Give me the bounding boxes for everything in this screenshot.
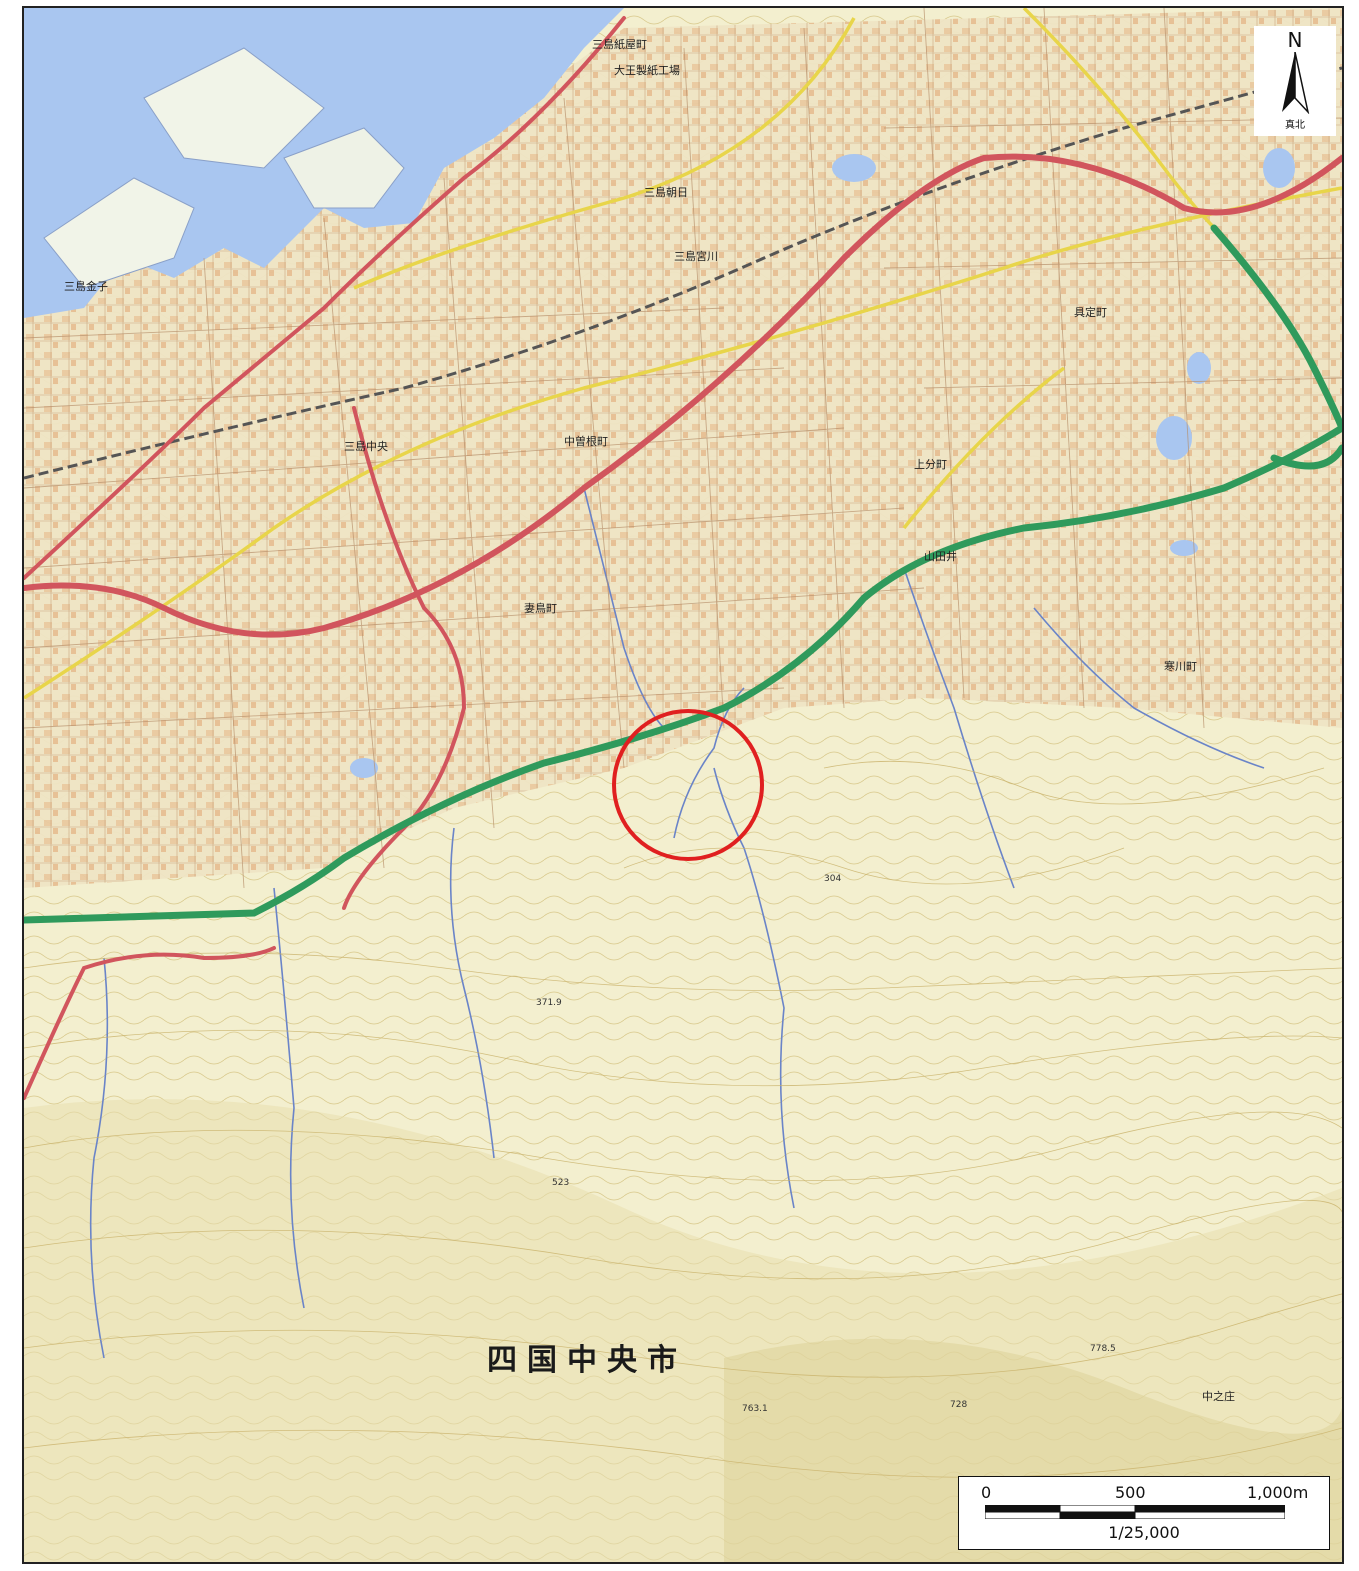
spot-height: 728 [950, 1400, 968, 1410]
port-land [143, 47, 325, 169]
highlight-circle [612, 709, 764, 861]
scale-bar-box: 0 500 1,000m 1/25,000 [958, 1476, 1330, 1550]
railway [24, 66, 1342, 480]
rivers [89, 487, 1265, 1359]
north-indicator: N 真北 [1254, 26, 1336, 136]
national-roads [24, 16, 1342, 1100]
expressway [24, 224, 1342, 924]
spot-height: 763.1 [742, 1404, 768, 1414]
place-name: 中之庄 [1202, 1390, 1235, 1403]
spot-height: 778.5 [1090, 1344, 1116, 1354]
region-label: 四国中央市 [487, 1343, 687, 1378]
north-letter: N [1287, 28, 1303, 52]
north-subtitle: 真北 [1285, 120, 1305, 131]
street-grid [24, 8, 1342, 889]
map-frame: 三島紙屋町 大王製紙工場 三島朝日 三島宮川 三島中央 三島金子 中曽根町 具定… [22, 6, 1344, 1564]
scale-tick-1000: 1,000m [1247, 1483, 1309, 1502]
place-name: 山田井 [924, 550, 957, 563]
place-name: 中曽根町 [564, 435, 608, 448]
pond [832, 154, 876, 182]
scale-tick-500: 500 [1115, 1483, 1146, 1502]
place-name: 三島朝日 [644, 186, 688, 199]
place-name: 妻鳥町 [524, 602, 557, 615]
place-name: 寒川町 [1164, 660, 1197, 673]
scale-bar [985, 1505, 1285, 1519]
spot-height: 523 [552, 1178, 570, 1188]
scale-ratio: 1/25,000 [1108, 1523, 1180, 1542]
spot-height: 304 [824, 874, 842, 884]
north-arrow-icon [1282, 52, 1310, 114]
place-name: 上分町 [914, 458, 947, 471]
contours [24, 760, 1342, 1478]
place-name: 具定町 [1074, 306, 1107, 319]
urban-area [24, 8, 1342, 888]
place-name: 大王製紙工場 [614, 64, 680, 77]
place-name: 三島金子 [64, 280, 108, 293]
place-name: 三島中央 [344, 440, 388, 453]
topographic-map[interactable] [24, 8, 1342, 1562]
place-name: 三島紙屋町 [592, 38, 647, 51]
spot-height: 371.9 [536, 998, 562, 1008]
scale-tick-0: 0 [981, 1483, 992, 1502]
place-name: 三島宮川 [674, 250, 718, 263]
